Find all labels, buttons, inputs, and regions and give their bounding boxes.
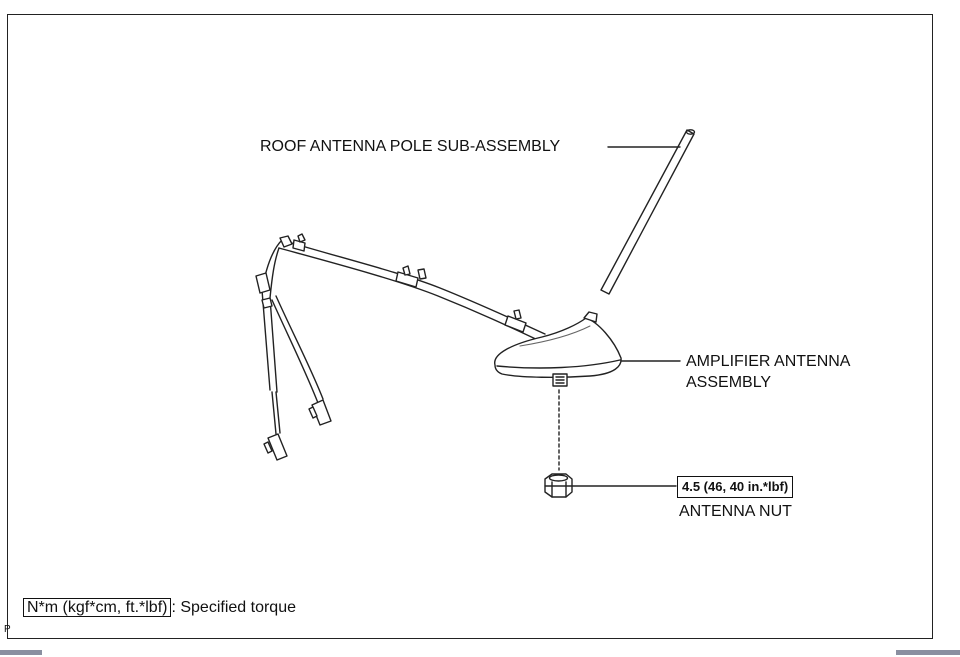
pole-label: ROOF ANTENNA POLE SUB-ASSEMBLY bbox=[260, 138, 561, 155]
cable-clip bbox=[395, 265, 427, 288]
nut-label: ANTENNA NUT bbox=[679, 503, 792, 520]
bottom-left-bar bbox=[0, 650, 42, 655]
amplifier-antenna-assembly bbox=[494, 311, 622, 387]
amplifier-label-line2: ASSEMBLY bbox=[686, 374, 772, 391]
cable-connector bbox=[263, 391, 288, 461]
cable-clip bbox=[255, 272, 273, 309]
amplifier-label-line1: AMPLIFIER ANTENNA bbox=[686, 353, 851, 370]
antenna-nut bbox=[544, 473, 573, 498]
cable-connector bbox=[308, 399, 332, 426]
roof-antenna-pole bbox=[600, 129, 696, 295]
diagram-frame bbox=[7, 14, 933, 639]
antenna-cable bbox=[261, 239, 546, 404]
corner-mark: P bbox=[4, 624, 11, 635]
legend-unit-box: N*m (kgf*cm, ft.*lbf) bbox=[23, 598, 172, 617]
cable-clip bbox=[504, 309, 527, 333]
legend-meaning: : Specified torque bbox=[171, 599, 296, 616]
nut-torque-value: 4.5 (46, 40 in.*lbf) bbox=[677, 476, 794, 498]
bottom-right-bar bbox=[896, 650, 960, 655]
torque-legend: N*m (kgf*cm, ft.*lbf): Specified torque bbox=[23, 598, 296, 618]
cable-clip bbox=[279, 233, 306, 252]
